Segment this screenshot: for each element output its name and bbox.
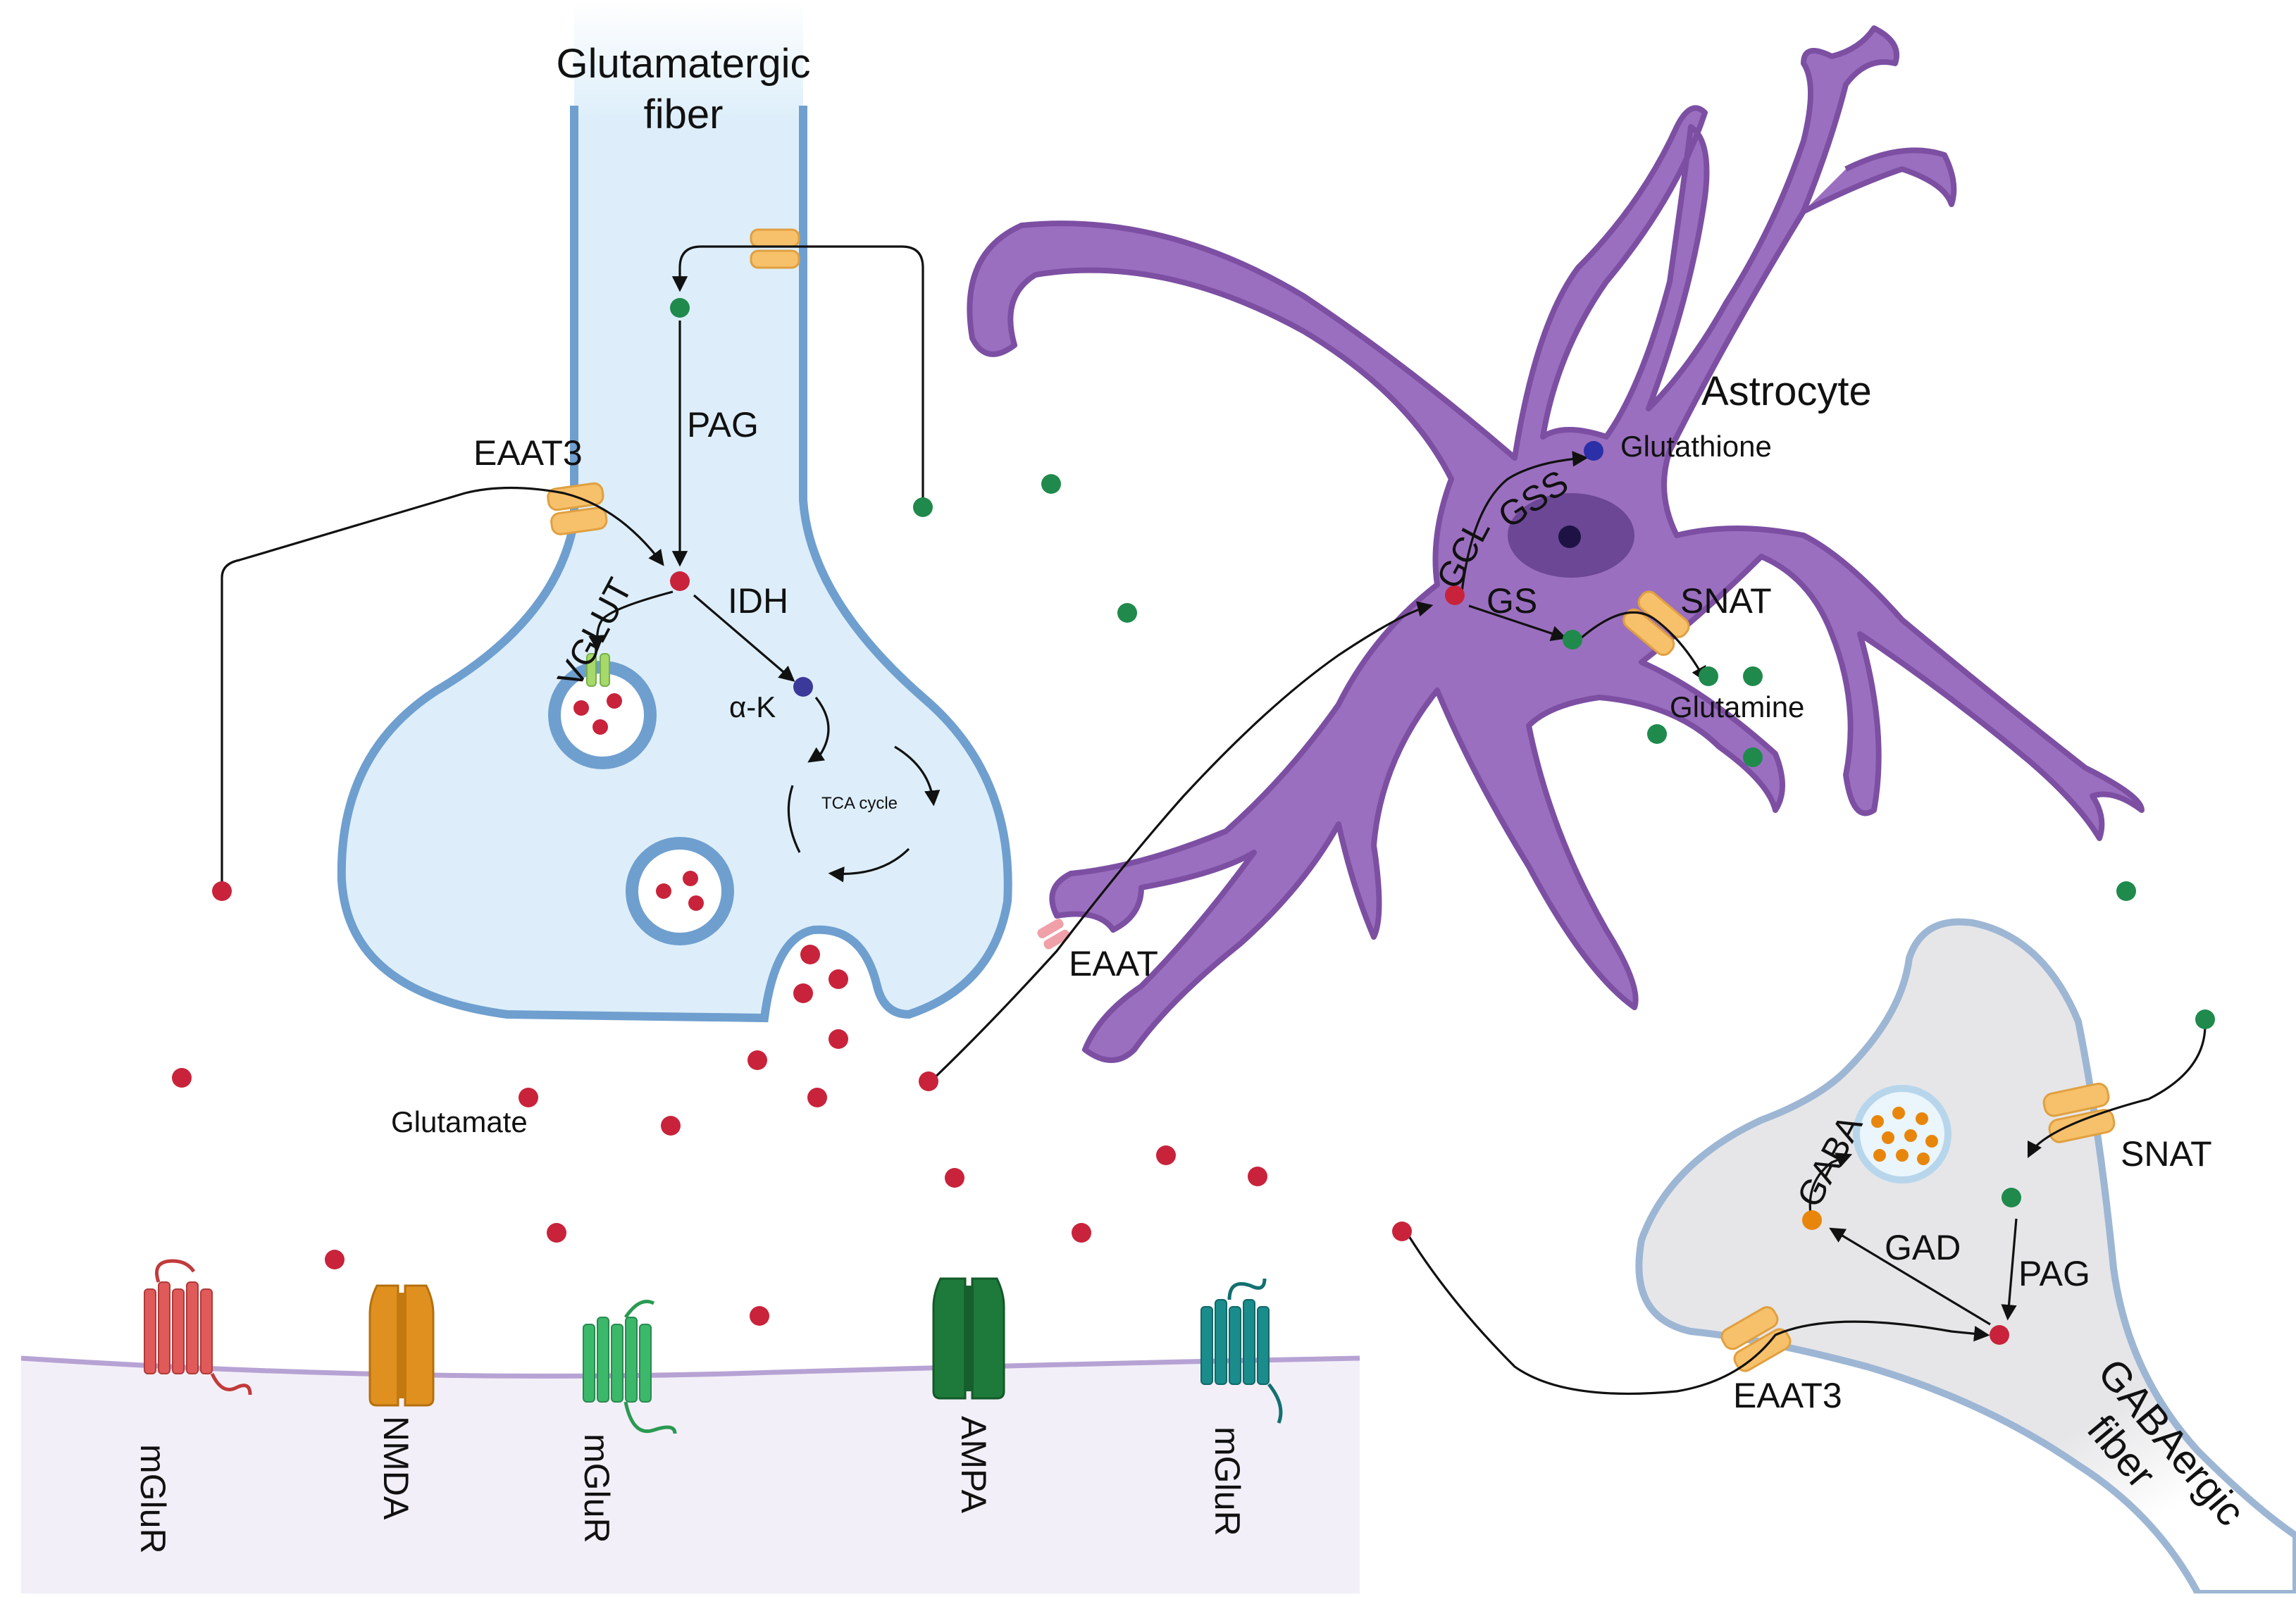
ampa-label: AMPA (954, 1416, 993, 1514)
nmda-label: NMDA (376, 1416, 416, 1520)
eaat3-gaba-label: EAAT3 (1733, 1376, 1842, 1415)
pag-label-top: PAG (687, 405, 759, 445)
gs-label: GS (1487, 581, 1537, 621)
glutamatergic-terminal (337, 0, 1012, 1023)
glutamatergic-fiber-label-2: fiber (644, 92, 724, 137)
tca-cycle-label: TCA cycle (821, 794, 898, 813)
glutamate-label: Glutamate (391, 1105, 528, 1138)
vesicle-icon (626, 837, 734, 945)
glutamate-molecules (172, 571, 2009, 1345)
gaba-vesicle-icon (1853, 1085, 1951, 1183)
ampa-receptor-icon (932, 1277, 1005, 1400)
glutamatergic-fiber-label-1: Glutamatergic (556, 41, 810, 87)
alpha-k-molecule (793, 677, 813, 697)
eaat-astro-label: EAAT (1069, 944, 1158, 983)
glutathione-label: Glutathione (1620, 430, 1772, 463)
nmda-receptor-icon (368, 1284, 435, 1407)
eaat3-label-top: EAAT3 (473, 433, 583, 473)
vglut-transporter-icon (586, 653, 610, 687)
glutamine-label: Glutamine (1670, 690, 1804, 723)
snat-gaba-transporter-icon (2042, 1082, 2116, 1143)
snat-gaba-label: SNAT (2121, 1134, 2212, 1174)
glutathione-molecule (1584, 441, 1603, 461)
postsynaptic-membrane (20, 1355, 1360, 1593)
astrocyte-label: Astrocyte (1701, 368, 1872, 414)
gad-label: GAD (1885, 1228, 1961, 1267)
pathway-arrows (221, 245, 2207, 1396)
astrocyte-nucleolus (1558, 526, 1581, 548)
transporter-icon (750, 228, 800, 269)
snat-astro-transporter-icon (1622, 590, 1690, 657)
snat-astro-label: SNAT (1680, 581, 1772, 621)
mglur-receptor-icon (1200, 1278, 1283, 1424)
mglur-receptor-icon (144, 1259, 252, 1396)
mglur-label-3: mGluR (1208, 1427, 1247, 1536)
mglur-label-2: mGluR (577, 1434, 616, 1543)
mglur-label-1: mGluR (133, 1444, 173, 1554)
mglur-receptor-icon (583, 1300, 677, 1434)
pag-gaba-label: PAG (2018, 1254, 2090, 1293)
gaba-molecule (1802, 1210, 1822, 1230)
alpha-k-label: α-K (729, 690, 776, 723)
idh-label: IDH (728, 581, 788, 621)
glutamine-molecules (670, 298, 2215, 1207)
eaat-astro-transporter-icon (1037, 919, 1070, 950)
